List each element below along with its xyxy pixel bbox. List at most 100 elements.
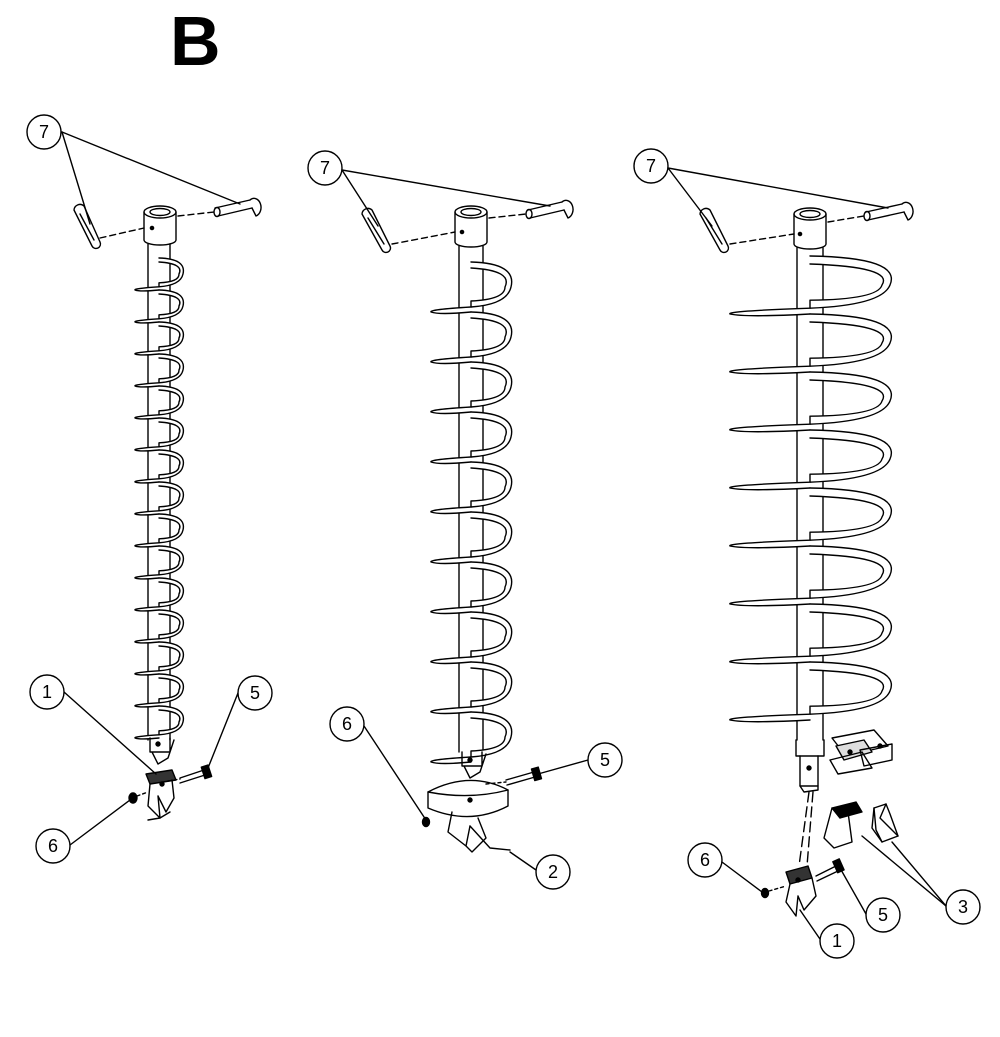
flight-edge xyxy=(134,350,160,356)
flight-turn xyxy=(809,487,893,541)
flight-edge xyxy=(134,286,160,292)
auger-wide-cutter-teeth xyxy=(823,801,899,849)
auger-wide-side-cutters xyxy=(829,729,893,775)
auger-narrow-coupler xyxy=(149,737,175,765)
flight-edge xyxy=(430,756,472,765)
callout-a5: 5 xyxy=(207,675,273,769)
auger-medium-flighting xyxy=(430,261,513,765)
callout-c1: 1 xyxy=(799,909,855,959)
auger-medium-bolt xyxy=(485,766,543,786)
callout-a7: 7 xyxy=(26,114,241,225)
flight-edge xyxy=(134,606,160,612)
callout-label: 5 xyxy=(250,683,260,703)
flight-turn xyxy=(470,511,513,558)
auger-wide-hub xyxy=(793,207,827,250)
flight-turn xyxy=(158,673,185,704)
auger-wide-flighting xyxy=(729,255,893,723)
flight-edge xyxy=(134,510,160,516)
flight-turn xyxy=(470,661,513,708)
flight-edge xyxy=(134,542,160,548)
auger-medium-lynch-clip xyxy=(361,207,456,254)
flight-turn xyxy=(158,385,185,416)
callout-b6: 6 xyxy=(329,706,427,821)
flight-turn xyxy=(809,313,893,367)
flight-edge xyxy=(134,574,160,580)
auger-medium-shaft xyxy=(458,245,484,753)
auger-medium-hub xyxy=(454,205,488,248)
callout-a6: 6 xyxy=(35,799,131,864)
flight-edge xyxy=(729,307,811,317)
flight-turn xyxy=(158,289,185,320)
flight-turn xyxy=(158,353,185,384)
page-title: B xyxy=(170,2,221,80)
flight-turn xyxy=(158,449,185,480)
callout-a1: 1 xyxy=(29,674,157,775)
flight-turn xyxy=(470,461,513,508)
flight-turn xyxy=(809,545,893,599)
callout-label: 6 xyxy=(700,850,710,870)
flight-turn xyxy=(809,661,893,715)
callout-label: 3 xyxy=(958,897,968,917)
flight-turn xyxy=(158,417,185,448)
auger-wide-bit xyxy=(785,865,817,917)
flight-edge xyxy=(430,606,472,615)
flight-turn xyxy=(158,481,185,512)
flight-turn xyxy=(158,609,185,640)
callout-b2: 2 xyxy=(509,851,571,890)
flight-edge xyxy=(729,539,811,549)
flight-turn xyxy=(470,311,513,358)
flight-turn xyxy=(470,611,513,658)
callout-label: 1 xyxy=(42,682,52,702)
auger-narrow-bit xyxy=(145,769,177,821)
flight-turn xyxy=(470,711,513,758)
callout-c5: 5 xyxy=(839,867,901,933)
auger-medium-bit xyxy=(427,779,511,853)
callout-label: 5 xyxy=(878,905,888,925)
flight-turn xyxy=(158,321,185,352)
flight-edge xyxy=(430,706,472,715)
flight-edge xyxy=(729,365,811,375)
auger-narrow-bolt xyxy=(167,764,213,784)
callout-c6: 6 xyxy=(687,842,763,893)
flight-edge xyxy=(134,638,160,644)
flight-turn xyxy=(809,255,893,309)
flight-turn xyxy=(470,361,513,408)
flight-edge xyxy=(430,556,472,565)
flight-edge xyxy=(430,456,472,465)
auger-medium-nut xyxy=(421,816,431,828)
callout-label: 6 xyxy=(342,714,352,734)
flight-turn xyxy=(470,411,513,458)
auger-narrow-flighting xyxy=(134,257,185,740)
auger-wide-hitch-pin xyxy=(827,201,914,223)
callout-b7: 7 xyxy=(307,150,551,227)
flight-turn xyxy=(470,261,513,308)
flight-edge xyxy=(430,656,472,665)
auger-wide-nut xyxy=(760,885,787,899)
flight-turn xyxy=(158,257,185,288)
flight-edge xyxy=(430,306,472,315)
auger-wide-bolt xyxy=(815,858,845,882)
flight-turn xyxy=(158,705,185,736)
auger-medium-hitch-pin xyxy=(488,199,574,220)
auger-narrow-hitch-pin xyxy=(177,197,262,218)
auger-wide-coupler xyxy=(795,739,825,867)
flight-turn xyxy=(809,603,893,657)
flight-edge xyxy=(729,481,811,491)
flight-turn xyxy=(158,577,185,608)
callout-label: 2 xyxy=(548,862,558,882)
flight-edge xyxy=(430,506,472,515)
callout-b5: 5 xyxy=(537,742,623,778)
flight-edge xyxy=(729,713,811,723)
flight-edge xyxy=(134,734,160,740)
auger-narrow xyxy=(73,197,262,821)
flight-turn xyxy=(158,513,185,544)
callout-c3: 3 xyxy=(861,835,981,925)
callout-label: 1 xyxy=(832,931,842,951)
flight-edge xyxy=(134,670,160,676)
flight-turn xyxy=(470,561,513,608)
flight-edge xyxy=(134,318,160,324)
flight-turn xyxy=(158,641,185,672)
callout-label: 7 xyxy=(39,122,49,142)
auger-narrow-nut xyxy=(128,791,149,804)
